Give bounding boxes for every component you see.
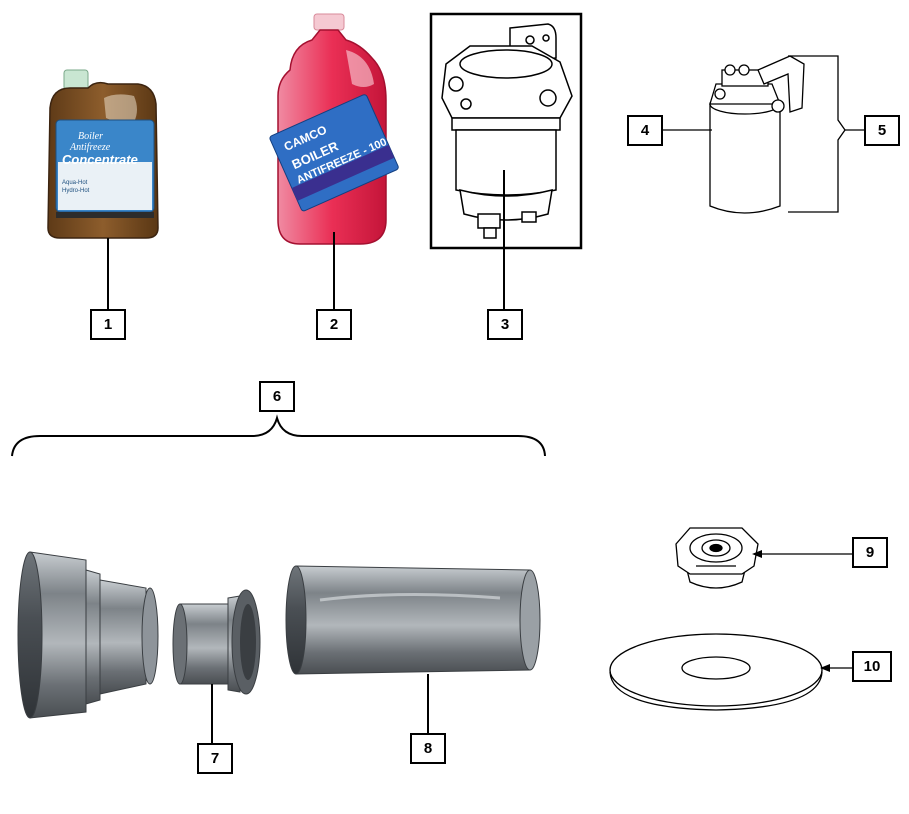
callout-7: 7 bbox=[197, 743, 233, 774]
callout-9: 9 bbox=[852, 537, 888, 568]
concentrate-line1: Boiler bbox=[78, 131, 103, 142]
brace-6 bbox=[11, 414, 546, 457]
boiler-antifreeze-jug: CAMCO BOILER ANTIFREEZE - 100 bbox=[269, 13, 399, 245]
callout-3: 3 bbox=[487, 309, 523, 340]
concentrate-line4: Aqua-Hot bbox=[62, 180, 88, 186]
arrowhead-9 bbox=[752, 550, 762, 558]
fuel-filter-frame bbox=[429, 12, 583, 250]
callout-10: 10 bbox=[852, 651, 892, 682]
fuel-filter-assembly-drawing bbox=[441, 23, 573, 239]
exhaust-adapter-large bbox=[17, 551, 159, 719]
exhaust-reducer bbox=[172, 589, 261, 695]
concentrate-line5: Hydro-Hot bbox=[62, 188, 90, 194]
filter-canister-drawing bbox=[709, 55, 805, 214]
callout-1: 1 bbox=[90, 309, 126, 340]
callout-4: 4 bbox=[627, 115, 663, 146]
gasket-drawing bbox=[609, 633, 823, 711]
callout-6: 6 bbox=[259, 381, 295, 412]
concentrate-line2: Antifreeze bbox=[69, 142, 111, 153]
callout-8: 8 bbox=[410, 733, 446, 764]
exhaust-pipe bbox=[285, 565, 541, 675]
concentrate-line3: Concentrate bbox=[62, 152, 138, 167]
cap-drawing bbox=[675, 527, 759, 589]
boiler-antifreeze-concentrate-jug: Boiler Antifreeze Concentrate Aqua-Hot H… bbox=[47, 69, 159, 239]
callout-5: 5 bbox=[864, 115, 900, 146]
arrowhead-10 bbox=[820, 664, 830, 672]
callout-2: 2 bbox=[316, 309, 352, 340]
